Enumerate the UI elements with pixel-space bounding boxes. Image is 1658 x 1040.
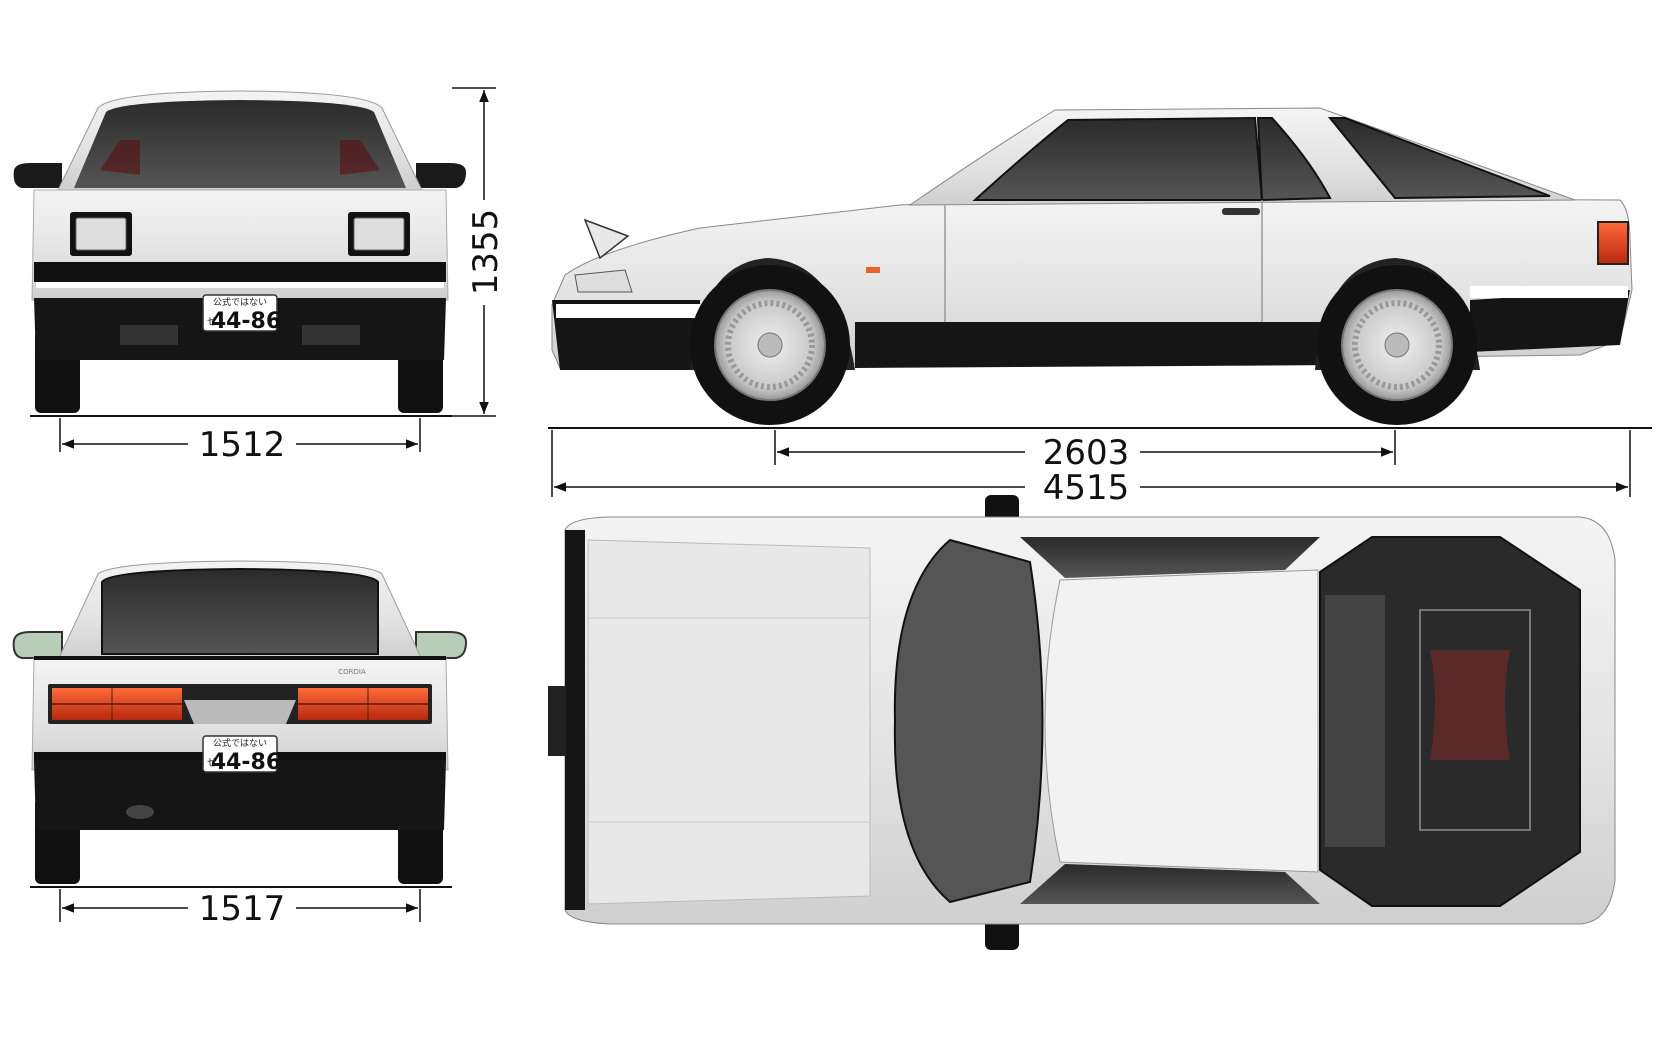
front-license-plate: 公式ではない せ 44-86: [202, 294, 281, 334]
plate-prefix: せ: [207, 316, 217, 328]
rear-view: CORDIA 公式ではない せ 44-86: [12, 560, 468, 888]
plate-number: 44-86: [211, 309, 281, 334]
rear-wheel: [1317, 265, 1477, 425]
rear-license-plate: 公式ではない せ 44-86: [202, 735, 281, 775]
front-view: 公式ではない せ 44-86: [13, 90, 466, 417]
length-dimension: 4515: [551, 430, 1631, 508]
side-view: [548, 107, 1652, 429]
plate-top-text: 公式ではない: [213, 296, 267, 308]
front-track-label: 1512: [199, 425, 286, 465]
front-wheel: [690, 265, 850, 425]
length-label: 4515: [1043, 468, 1130, 508]
plate-prefix: せ: [207, 757, 217, 769]
top-view: [548, 495, 1616, 950]
svg-text:CORDIA: CORDIA: [338, 668, 366, 676]
plate-top-text: 公式ではない: [213, 737, 267, 749]
rear-track-dimension: 1517: [59, 889, 421, 929]
height-dimension: 1355: [446, 87, 506, 417]
rear-track-label: 1517: [199, 889, 286, 929]
height-label: 1355: [466, 209, 506, 296]
plate-number: 44-86: [211, 750, 281, 775]
wheelbase-dimension: 2603: [774, 430, 1396, 473]
wheelbase-label: 2603: [1043, 433, 1130, 473]
front-track-dimension: 1512: [59, 418, 421, 465]
